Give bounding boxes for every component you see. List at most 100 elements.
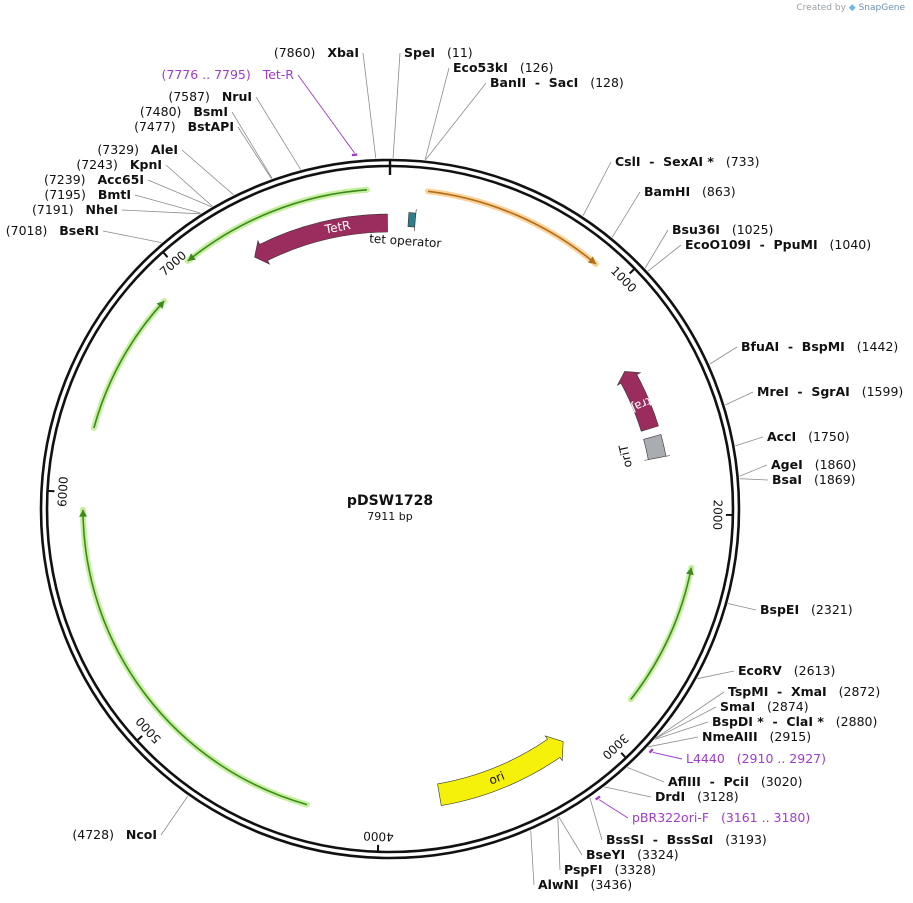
- site-position: (7239): [44, 172, 86, 187]
- restriction-site[interactable]: SpeI (11): [404, 45, 473, 60]
- restriction-site[interactable]: AflIII - PciI (3020): [668, 774, 803, 789]
- site-leader: [648, 736, 699, 748]
- restriction-site[interactable]: PspFI (3328): [564, 862, 656, 877]
- restriction-site[interactable]: (7191) NheI: [32, 202, 118, 217]
- restriction-site[interactable]: Bsu36I (1025): [672, 222, 773, 237]
- orf-arrow-head: [79, 509, 88, 517]
- site-name: EcoO109I - PpuMI: [685, 237, 818, 252]
- restriction-site[interactable]: SmaI (2874): [720, 699, 809, 714]
- orf-arrow-head: [156, 301, 165, 309]
- site-name: Acc65I: [97, 172, 144, 187]
- orf-arrow-head: [187, 253, 196, 261]
- restriction-site[interactable]: AccI (1750): [767, 429, 850, 444]
- restriction-site[interactable]: (4728) NcoI: [72, 827, 157, 842]
- tet-operator-label: tet operator: [369, 232, 442, 251]
- site-leader: [582, 161, 612, 216]
- restriction-site[interactable]: (7587) NruI: [168, 89, 252, 104]
- site-name: CslI - SexAI *: [615, 154, 714, 169]
- site-leader: [709, 346, 738, 365]
- orf-arrow-head: [686, 567, 694, 576]
- orit-label: oriT: [616, 443, 635, 469]
- site-name: BamHI: [644, 184, 690, 199]
- primer-site[interactable]: pBR322ori-F (3161 .. 3180): [632, 810, 810, 825]
- site-position: (2872): [839, 684, 881, 699]
- tetr-arrow: [254, 213, 388, 265]
- site-leader: [392, 52, 401, 159]
- restriction-site[interactable]: DrdI (3128): [655, 789, 739, 804]
- tick-mark: [162, 251, 169, 258]
- site-position: (1025): [732, 222, 774, 237]
- restriction-site[interactable]: TspMI - XmaI (2872): [728, 684, 880, 699]
- primer-site[interactable]: L4440 (2910 .. 2927): [686, 751, 826, 766]
- site-position: (7587): [168, 89, 210, 104]
- restriction-site[interactable]: EcoRV (2613): [738, 663, 835, 678]
- restriction-site[interactable]: (7243) KpnI: [76, 157, 162, 172]
- restriction-site[interactable]: (7329) AleI: [97, 142, 178, 157]
- primer-site[interactable]: (7776 .. 7795) Tet-R: [161, 67, 294, 82]
- site-position: (11): [447, 45, 473, 60]
- site-name: NheI: [86, 202, 119, 217]
- restriction-site[interactable]: BspDI * - ClaI * (2880): [712, 714, 877, 729]
- site-position: (863): [702, 184, 736, 199]
- site-name: BmtI: [98, 187, 131, 202]
- primer-range: (3161 .. 3180): [721, 810, 810, 825]
- site-position: (7018): [6, 223, 48, 238]
- site-name: KpnI: [130, 157, 162, 172]
- site-leader: [727, 603, 757, 611]
- restriction-site[interactable]: Eco53kI (126): [453, 60, 553, 75]
- restriction-site[interactable]: (7018) BseRI: [6, 223, 99, 238]
- ori-arrow: [437, 735, 564, 806]
- plasmid-length: 7911 bp: [367, 510, 412, 523]
- site-position: (1599): [862, 384, 904, 399]
- tet-operator-box: [407, 209, 417, 232]
- site-position: (4728): [72, 827, 114, 842]
- site-leader: [697, 670, 735, 680]
- restriction-site[interactable]: BfuAI - BspMI (1442): [741, 339, 898, 354]
- site-name: BstAPI: [188, 119, 234, 134]
- restriction-site[interactable]: BspEI (2321): [760, 602, 853, 617]
- restriction-site[interactable]: CslI - SexAI * (733): [615, 154, 759, 169]
- site-position: (7480): [140, 104, 182, 119]
- restriction-site[interactable]: MreI - SgrAI (1599): [757, 384, 903, 399]
- restriction-site[interactable]: BseYI (3324): [586, 847, 679, 862]
- primer-leader: [652, 751, 683, 760]
- site-position: (2915): [770, 729, 812, 744]
- site-leader: [627, 767, 665, 783]
- site-name: Bsu36I: [672, 222, 720, 237]
- restriction-site[interactable]: (7480) BsmI: [140, 104, 228, 119]
- restriction-site[interactable]: BssSI - BssSαI (3193): [606, 832, 767, 847]
- site-leader: [102, 230, 162, 243]
- restriction-site[interactable]: (7477) BstAPI: [134, 119, 234, 134]
- site-leader: [739, 478, 769, 481]
- site-name: SpeI: [404, 45, 435, 60]
- site-name: NmeAIII: [702, 729, 758, 744]
- orf-arrow: [187, 189, 367, 262]
- site-leader: [147, 179, 212, 208]
- site-name: BsaI: [772, 472, 802, 487]
- site-leader: [739, 464, 768, 477]
- site-leader: [644, 229, 669, 269]
- site-name: BspDI * - ClaI *: [712, 714, 824, 729]
- site-name: DrdI: [655, 789, 685, 804]
- site-leader: [181, 149, 234, 196]
- restriction-site[interactable]: EcoO109I - PpuMI (1040): [685, 237, 871, 252]
- site-name: MreI - SgrAI: [757, 384, 850, 399]
- site-leader: [530, 830, 535, 886]
- site-position: (7329): [97, 142, 139, 157]
- tick-mark: [620, 752, 627, 759]
- restriction-site[interactable]: (7195) BmtI: [44, 187, 131, 202]
- restriction-site[interactable]: NmeAIII (2915): [702, 729, 811, 744]
- restriction-site[interactable]: BamHI (863): [644, 184, 736, 199]
- restriction-site[interactable]: (7860) XbaI: [274, 45, 359, 60]
- restriction-site[interactable]: (7239) Acc65I: [44, 172, 144, 187]
- restriction-site[interactable]: BsaI (1869): [772, 472, 856, 487]
- ori-label: ori: [487, 769, 507, 788]
- restriction-site[interactable]: AgeI (1860): [771, 457, 856, 472]
- site-position: (3328): [614, 862, 656, 877]
- site-leader: [165, 164, 213, 207]
- restriction-site[interactable]: BanII - SacI (128): [490, 75, 624, 90]
- site-position: (2613): [794, 663, 836, 678]
- site-leader: [589, 797, 603, 841]
- restriction-site[interactable]: AlwNI (3436): [538, 877, 632, 892]
- tick-label: 2000: [710, 499, 725, 530]
